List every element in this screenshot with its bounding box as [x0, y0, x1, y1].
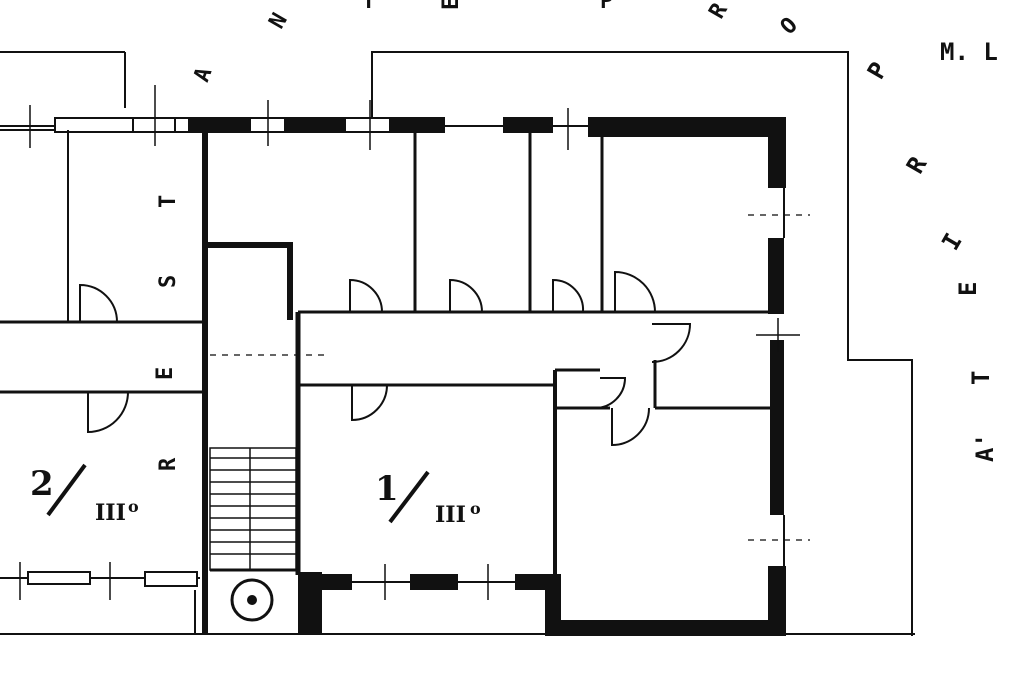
property-letter: A': [971, 433, 999, 462]
unit-slash: [388, 470, 430, 524]
door-swings: [79, 270, 692, 447]
street-letter: T: [362, 0, 375, 14]
street-letter: P: [600, 0, 613, 14]
unit-number: 2: [30, 464, 54, 504]
interior-walls: [0, 129, 778, 634]
unit-label-1: 1 III o: [375, 469, 481, 528]
unit-number: 1: [375, 469, 399, 509]
south-facade: [0, 562, 785, 636]
east-facade: [756, 120, 800, 636]
street-letter: E: [439, 0, 464, 10]
floor-suffix: o: [470, 499, 481, 518]
unit-label-2: 2 III o: [30, 463, 139, 526]
staircase: [209, 447, 297, 572]
floor-roman: III: [95, 500, 126, 526]
street-letter: R: [156, 457, 181, 471]
floor-roman: III: [435, 502, 466, 528]
property-letter: T: [967, 371, 995, 385]
lift-shaft-icon: [230, 578, 274, 622]
property-letter: E: [954, 282, 982, 296]
corner-mark: M. L: [940, 38, 998, 66]
unit-slash: [46, 463, 87, 517]
street-letter: E: [153, 367, 178, 380]
street-letter: S: [156, 275, 181, 288]
north-facade: [0, 85, 786, 150]
floor-suffix: o: [128, 497, 139, 516]
street-letter: T: [156, 195, 181, 208]
